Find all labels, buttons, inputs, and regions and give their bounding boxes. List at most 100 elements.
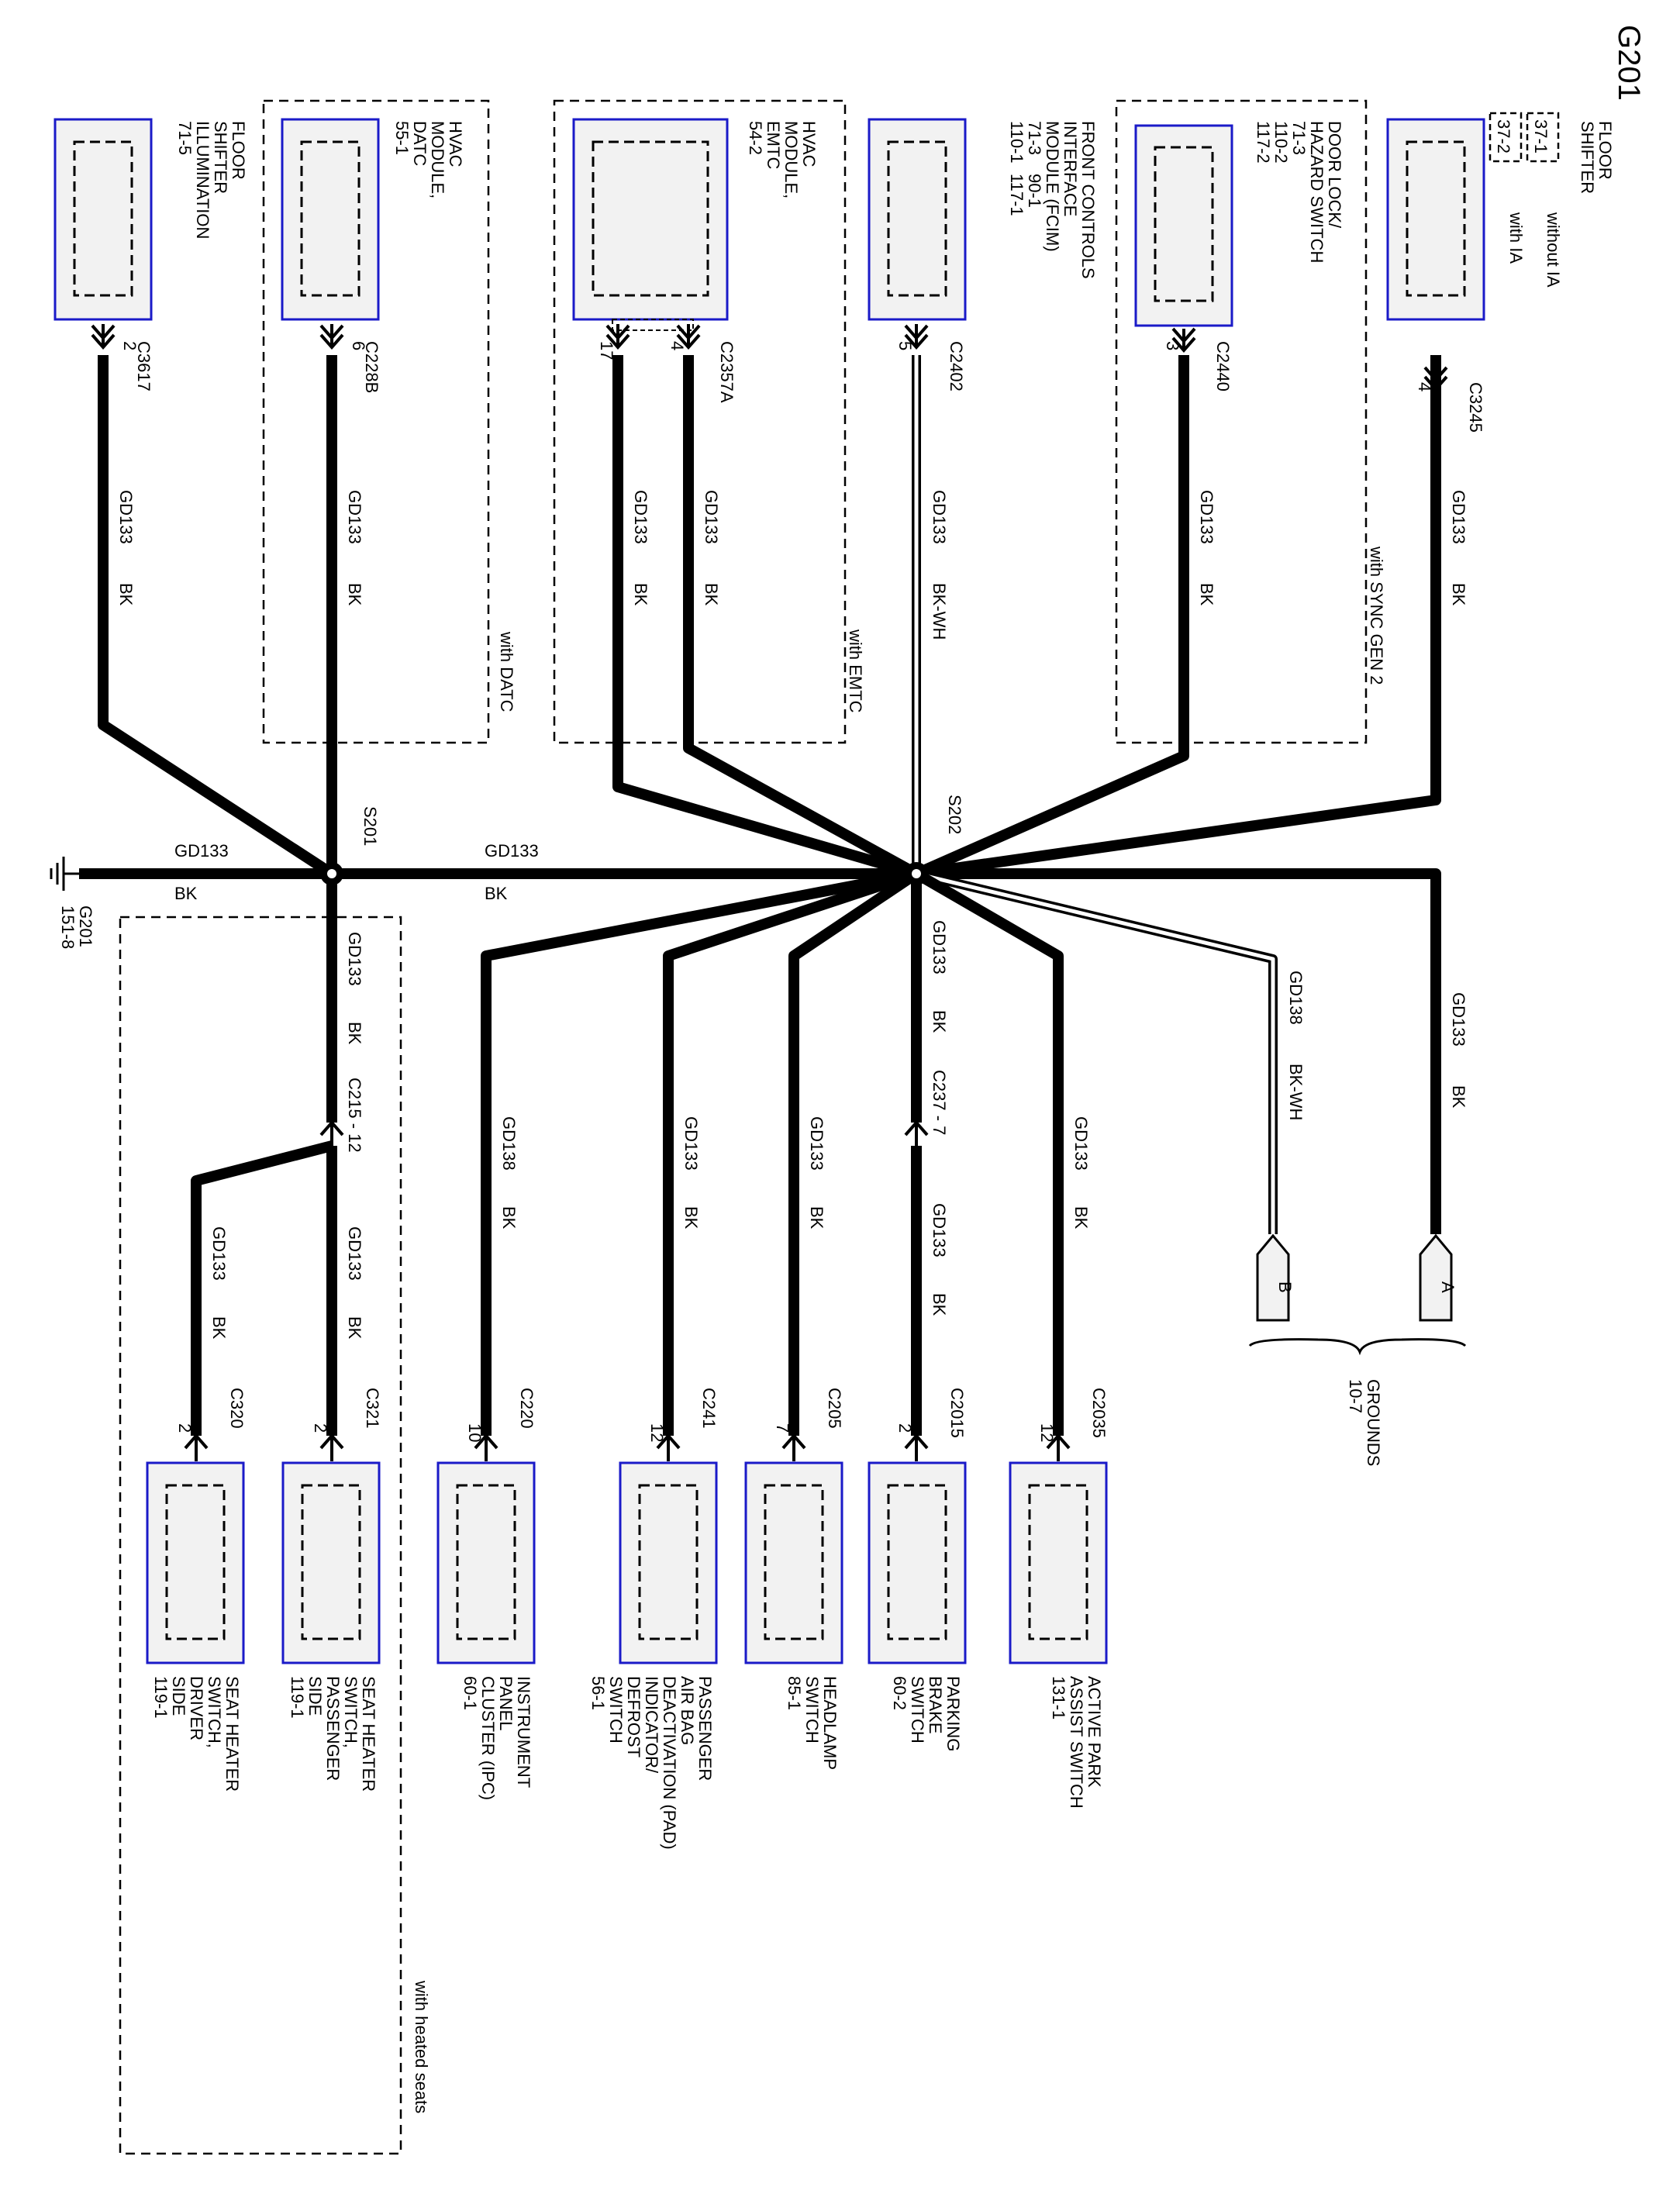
label-line: SWITCH — [908, 1676, 927, 1744]
label-seat-heater-passenger: SEAT HEATER SWITCH, PASSENGER SIDE 119-1 — [288, 1676, 378, 1792]
main-bus-color-right: BK — [485, 884, 508, 903]
inline-connector-c237: C237 - 7 — [930, 1070, 949, 1135]
label-line: without IA — [1544, 212, 1563, 288]
wire-floor-shifter-illumination — [98, 355, 335, 878]
label-line: 110-2 — [1271, 121, 1291, 164]
wire-label-circuit: GD133 — [702, 490, 721, 544]
component-parking-brake-switch — [868, 1461, 967, 1664]
label-line: 71-3 — [1289, 121, 1309, 155]
connector-name-c2015: C2015 — [947, 1388, 967, 1438]
wire-label-color: BK — [116, 583, 136, 606]
connector-c241 — [656, 1433, 681, 1461]
label-line: 55-1 — [392, 121, 412, 155]
pin-c2015: 2 — [895, 1423, 915, 1433]
ground-label: G201 — [76, 905, 95, 947]
connector-c3617 — [91, 324, 116, 350]
label-line: FLOOR — [1595, 121, 1615, 180]
label-line: SEAT HEATER — [223, 1676, 242, 1792]
connector-name-c241: C241 — [699, 1388, 719, 1429]
label-line: CLUSTER (IPC) — [478, 1676, 498, 1800]
inline-connector-c215: C215 - 12 — [345, 1078, 364, 1153]
label-line: PARKING — [943, 1676, 963, 1751]
component-headlamp-switch — [744, 1461, 843, 1664]
wire-label-color: BK — [930, 1293, 949, 1316]
wire-label-color: BK — [499, 1206, 519, 1230]
option-label-datc: with DATC — [497, 631, 516, 712]
component-seat-heater-driver — [146, 1461, 245, 1664]
label-line: 110-1 — [1007, 121, 1026, 164]
component-ipc — [436, 1461, 536, 1664]
connector-c2015 — [904, 1433, 929, 1461]
connector-c2402 — [904, 324, 929, 350]
wire-active-park-assist — [913, 868, 1064, 1436]
wire-label-color: BK — [930, 1010, 949, 1033]
wire-label-color: BK — [345, 1316, 364, 1340]
pin-c321: 2 — [311, 1423, 330, 1433]
label-line: ILLUMINATION — [193, 121, 212, 239]
wire-label-color: BK — [1449, 1085, 1468, 1109]
label-line: SWITCH — [802, 1676, 822, 1744]
wire-labels: GD133 BK GD133 BK G201 151-8 S201 S202 2… — [58, 341, 1485, 1442]
option-label-sync: with SYNC GEN 2 — [1367, 546, 1386, 685]
component-hvac-emtc — [572, 118, 729, 321]
label-line: 85-1 — [785, 1676, 804, 1710]
connector-name-c2440: C2440 — [1213, 341, 1233, 391]
label-line: 117-2 — [1254, 121, 1273, 164]
wire-label-circuit: GD133 — [1449, 992, 1468, 1047]
ground-ref-a: A — [1419, 1233, 1457, 1322]
wire-label-color: BK — [681, 1206, 701, 1230]
connector-name-c2402: C2402 — [947, 341, 966, 391]
ground-symbol-icon — [50, 857, 79, 891]
wire-label-circuit: GD133 — [209, 1226, 229, 1281]
label-line: HVAC — [799, 121, 819, 167]
wire-label-color: BK-WH — [930, 583, 949, 640]
main-bus-circuit-left: GD133 — [174, 841, 229, 861]
wire-door-lock — [914, 355, 1189, 879]
label-line: HAZARD SWITCH — [1307, 121, 1326, 263]
wire-label-circuit: GD138 — [1286, 971, 1306, 1025]
connector-name-c3617: C3617 — [134, 341, 154, 391]
label-line: PASSENGER — [323, 1676, 343, 1781]
wire-label-circuit: GD133 — [345, 1226, 364, 1281]
label-line: AIR BAG — [678, 1676, 697, 1745]
label-line: INSTRUMENT — [514, 1676, 533, 1788]
label-line: HVAC — [446, 121, 465, 167]
label-line: 117-1 — [1007, 174, 1026, 216]
wire-hvac-emtc-17 — [612, 355, 918, 879]
label-line: MODULE, — [781, 121, 801, 198]
wire-label-circuit: GD133 — [116, 490, 136, 544]
label-line: ASSIST SWITCH — [1067, 1676, 1086, 1809]
connector-c2440 — [1171, 327, 1196, 354]
label-line: DEACTIVATION (PAD) — [660, 1676, 679, 1850]
wire-label-circuit: GD133 — [681, 1116, 701, 1171]
splice-s201-label: S201 — [360, 806, 380, 846]
connector-name-c320: C320 — [227, 1388, 247, 1429]
main-bus-color-left: BK — [174, 884, 198, 903]
grounds-brace — [1248, 1338, 1467, 1356]
label-line: 119-1 — [151, 1676, 171, 1719]
wire-label-circuit: GD133 — [930, 1203, 949, 1257]
wire-ipc — [481, 868, 918, 1436]
connector-c2035 — [1046, 1433, 1071, 1461]
wire-label-color: BK — [209, 1316, 229, 1340]
pin-c228b: 6 — [349, 341, 368, 350]
label-headlamp-switch: HEADLAMP SWITCH 85-1 — [785, 1676, 840, 1770]
wire-label-color: BK — [807, 1206, 826, 1230]
label-line: 37-1 — [1531, 119, 1551, 153]
connector-c228b — [319, 324, 344, 350]
variant-box-37-2 — [1489, 112, 1523, 163]
label-door-lock-hazard-switch: DOOR LOCK/ HAZARD SWITCH 71-3 110-2 117-… — [1254, 121, 1344, 263]
variant-box-37-1 — [1526, 112, 1560, 163]
label-line: 37-2 — [1494, 119, 1513, 153]
label-line: with IA — [1506, 212, 1526, 264]
label-active-park-assist-switch: ACTIVE PARK ASSIST SWITCH 131-1 — [1049, 1676, 1104, 1809]
wire-label-circuit: GD133 — [1197, 490, 1216, 544]
pin-c2357a-4: 4 — [668, 341, 687, 350]
wire-label-circuit: GD138 — [499, 1116, 519, 1171]
wire-label-color: BK — [345, 1022, 364, 1045]
pin-c2357a-17: 17 — [597, 341, 616, 360]
component-pad-defrost-switch — [619, 1461, 718, 1664]
connector-c2357a-housing — [612, 319, 694, 331]
grounds-label-ref: 10-7 — [1346, 1379, 1365, 1413]
